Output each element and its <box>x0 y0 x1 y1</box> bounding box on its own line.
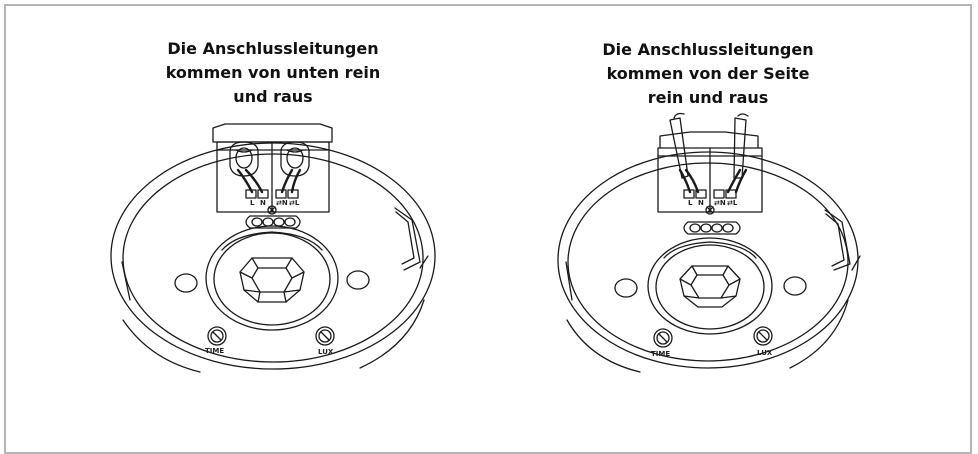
lux-knob <box>753 326 773 346</box>
terminal-block <box>212 123 333 215</box>
lux-knob-label: LUX <box>757 349 773 357</box>
terminal-label-out-n: ⇄N <box>714 199 726 207</box>
caption-left: Die Anschlussleitungen kommen von unten … <box>123 37 423 109</box>
lux-knob <box>315 326 335 346</box>
screw-terminals <box>245 189 299 199</box>
terminal-label-n: N <box>698 199 704 207</box>
cable-grommet-right <box>280 141 310 177</box>
sensor-device-bottom-entry: L N ⇄N ⇄L TIME LUX <box>110 123 436 373</box>
led-indicator-row <box>245 215 301 229</box>
terminal-label-out-l: ⇄L <box>727 199 738 207</box>
time-knob-label: TIME <box>651 350 670 358</box>
housing-outline <box>557 151 861 373</box>
housing-outline <box>110 142 436 373</box>
caption-right-line-3: rein und raus <box>647 88 769 107</box>
figure-frame <box>4 4 972 454</box>
mounting-hole-left <box>614 278 638 298</box>
caption-right-line-1: Die Anschlussleitungen <box>602 40 814 59</box>
time-knob <box>653 328 673 348</box>
pir-lens <box>647 237 773 335</box>
led-indicator-row <box>683 221 741 235</box>
terminal-block <box>657 131 763 215</box>
mounting-hole-left <box>174 273 198 293</box>
terminal-labels: L N ⇄N ⇄L <box>250 199 300 207</box>
pir-lens <box>205 225 339 331</box>
terminal-label-n: N <box>260 199 266 207</box>
mounting-hole-right <box>346 270 370 290</box>
screw-terminals <box>683 189 737 199</box>
side-cables <box>669 112 749 179</box>
sensor-device-side-entry: L N ⇄N ⇄L TIME LUX <box>557 112 861 373</box>
caption-right: Die Anschlussleitungen kommen von der Se… <box>558 38 858 110</box>
caption-left-line-3: und raus <box>233 87 313 106</box>
terminal-label-l: L <box>250 199 255 207</box>
caption-left-line-2: kommen von unten rein <box>165 63 381 82</box>
caption-left-line-1: Die Anschlussleitungen <box>167 39 379 58</box>
terminal-labels: L N ⇄N ⇄L <box>688 199 738 207</box>
terminal-label-out-l: ⇄L <box>289 199 300 207</box>
cable-grommet-left <box>229 141 259 177</box>
time-knob-label: TIME <box>205 347 224 355</box>
terminal-label-out-n: ⇄N <box>276 199 288 207</box>
wires <box>678 168 748 194</box>
caption-right-line-2: kommen von der Seite <box>606 64 810 83</box>
terminal-label-l: L <box>688 199 693 207</box>
mounting-hole-right <box>783 276 807 296</box>
earth-symbol <box>267 205 277 215</box>
time-knob <box>207 326 227 346</box>
earth-symbol <box>705 205 715 215</box>
lux-knob-label: LUX <box>318 348 334 356</box>
